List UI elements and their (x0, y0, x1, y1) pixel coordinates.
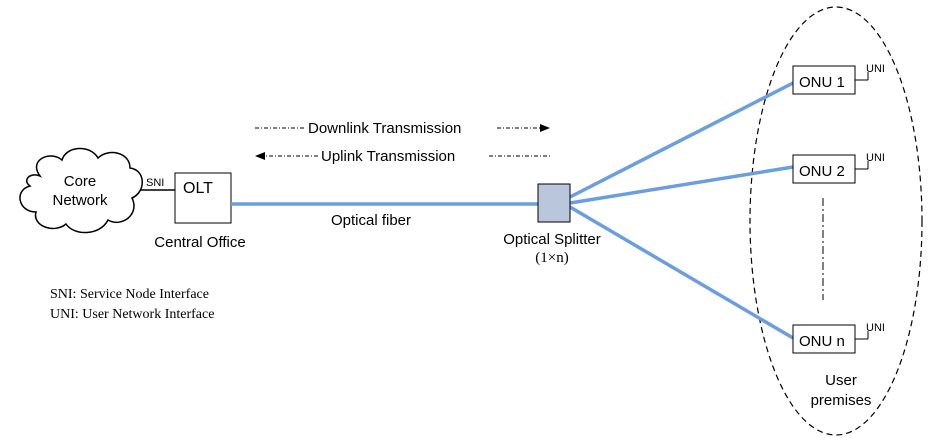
splitter-label-line2: (1×n) (535, 250, 568, 266)
onu-2-label: ONU 2 (799, 163, 845, 180)
onu-n-uni-label: UNI (866, 322, 885, 334)
user-premises-line1: User (825, 372, 857, 389)
onu-n-label: ONU n (799, 333, 845, 350)
uplink-label: Uplink Transmission (321, 148, 455, 165)
fiber-branch-onu1 (569, 81, 794, 199)
onu-2-box (792, 154, 856, 184)
onu-1: ONU 1 UNI (792, 63, 885, 95)
fiber-branch-onu2 (569, 165, 794, 205)
user-premises-line2: premises (811, 392, 872, 409)
core-network-cloud: Core Network (19, 147, 143, 234)
optical-fiber-label: Optical fiber (331, 212, 411, 229)
olt-label: OLT (183, 180, 213, 197)
legend-uni: UNI: User Network Interface (50, 307, 214, 322)
fiber-branch-onun (569, 205, 794, 340)
onu-1-uni-label: UNI (866, 63, 885, 75)
onu-n: ONU n UNI (792, 322, 885, 354)
onu-1-box (792, 65, 856, 95)
onu-n-box (792, 324, 856, 354)
optical-splitter-box (537, 183, 571, 223)
central-office-label: Central Office (154, 234, 245, 251)
cloud-label-line1: Core (64, 173, 97, 190)
onu-1-label: ONU 1 (799, 74, 845, 91)
downlink-label: Downlink Transmission (308, 120, 461, 137)
splitter-label-line1: Optical Splitter (503, 231, 601, 248)
cloud-label-line2: Network (52, 192, 108, 209)
user-premises-boundary (749, 6, 923, 436)
onu-2-uni-label: UNI (866, 152, 885, 164)
sni-label: SNI (146, 177, 164, 189)
olt-box (174, 172, 232, 224)
legend-sni: SNI: Service Node Interface (50, 287, 209, 302)
onu-2: ONU 2 UNI (792, 152, 885, 184)
